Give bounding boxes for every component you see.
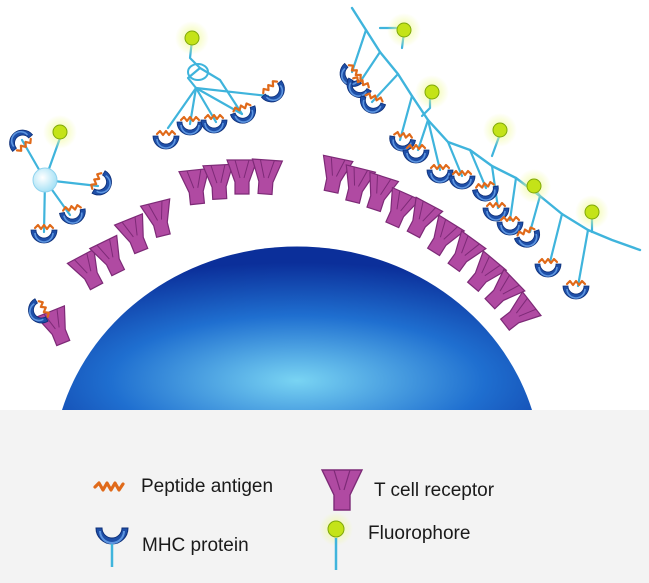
fluorophore (517, 169, 551, 203)
mhc-peptide-complex (339, 62, 362, 87)
legend-panel (0, 410, 649, 583)
mhc-peptide-complex (402, 143, 430, 164)
t-cell-body (62, 246, 532, 410)
mhc-peptide-complex (346, 76, 372, 98)
fluorophore (575, 195, 609, 229)
fluorophore (43, 115, 77, 149)
mhc-peptide-complex (9, 129, 34, 152)
linker-chain (576, 228, 590, 288)
legend-item-fluorophore: Fluorophore (318, 512, 470, 572)
linker-chain (468, 148, 488, 190)
t-cell-receptor (345, 164, 377, 205)
mhc-peptide-complex (472, 180, 499, 202)
linker-chain (398, 94, 414, 142)
mhc-peptide-complex (152, 129, 180, 150)
mhc-peptide-complex (389, 130, 416, 152)
t-cell-receptor (88, 234, 126, 277)
linker-chain (194, 86, 270, 98)
fluorophore (175, 21, 209, 55)
diagram-canvas (9, 6, 642, 410)
t-cell-receptor (406, 196, 444, 239)
linker-chain (166, 86, 198, 130)
legend-item-peptide: Peptide antigen (93, 476, 273, 498)
mhc-layer (9, 62, 590, 324)
t-cell-receptor (139, 198, 171, 239)
peptide-icon (93, 481, 125, 492)
linker-loop (187, 63, 209, 81)
linker-chain (350, 28, 368, 74)
tcr-icon (320, 469, 364, 511)
legend-label-peptide: Peptide antigen (141, 476, 274, 497)
fluorophore (483, 113, 517, 147)
fluorophore (387, 13, 421, 47)
t-cell-receptor (226, 159, 258, 195)
linker-chain (198, 66, 244, 116)
fluorophore-icon (319, 512, 353, 570)
t-cell-receptor (447, 230, 487, 273)
legend-label-fluorophore: Fluorophore (368, 523, 471, 544)
fluorophore (415, 75, 449, 109)
linker-chain (508, 176, 518, 222)
t-cell-receptor (466, 250, 508, 293)
mhc-icon (95, 527, 129, 567)
t-cell-receptor (484, 268, 526, 310)
mhc-peptide-complex (513, 226, 540, 248)
mhc-peptide-complex (229, 102, 256, 124)
t-cell-receptor (426, 214, 466, 257)
mhc-peptide-complex (260, 80, 285, 103)
t-cell-receptor (322, 154, 354, 194)
linker-chain (446, 140, 464, 178)
mhc-peptide-complex (562, 279, 590, 300)
linker-chain (426, 118, 442, 172)
mhc-peptide-complex (200, 113, 228, 134)
legend-item-mhc: MHC protein (94, 523, 249, 569)
mhc-peptide-complex (90, 170, 112, 196)
linker-chain (358, 50, 382, 84)
linker-chain (416, 118, 430, 152)
mhc-peptide-complex (496, 215, 524, 236)
legend-label-tcr: T cell receptor (374, 480, 495, 501)
fluorophore-layer (43, 13, 609, 229)
t-cell-receptor (499, 290, 542, 331)
t-cell-receptor (251, 158, 284, 196)
mhc-peptide-complex (59, 203, 86, 225)
mhc-peptide-complex (448, 169, 476, 190)
mhc-peptide-complex (426, 163, 454, 184)
legend-item-tcr: T cell receptor (320, 468, 494, 514)
mhc-peptide-complex (534, 257, 562, 278)
mhc-peptide-complex (30, 223, 58, 244)
streptavidin-core (32, 167, 58, 193)
legend-label-mhc: MHC protein (142, 535, 249, 556)
t-cell-receptor (178, 167, 210, 206)
t-cell-receptor (366, 171, 400, 213)
mhc-peptide-complex (28, 298, 50, 324)
t-cell-receptor (113, 212, 149, 255)
t-cell-receptor (35, 304, 71, 347)
linker-chain (548, 212, 564, 264)
t-cell-receptor-layer (35, 154, 542, 347)
mhc-peptide-complex (360, 92, 387, 114)
